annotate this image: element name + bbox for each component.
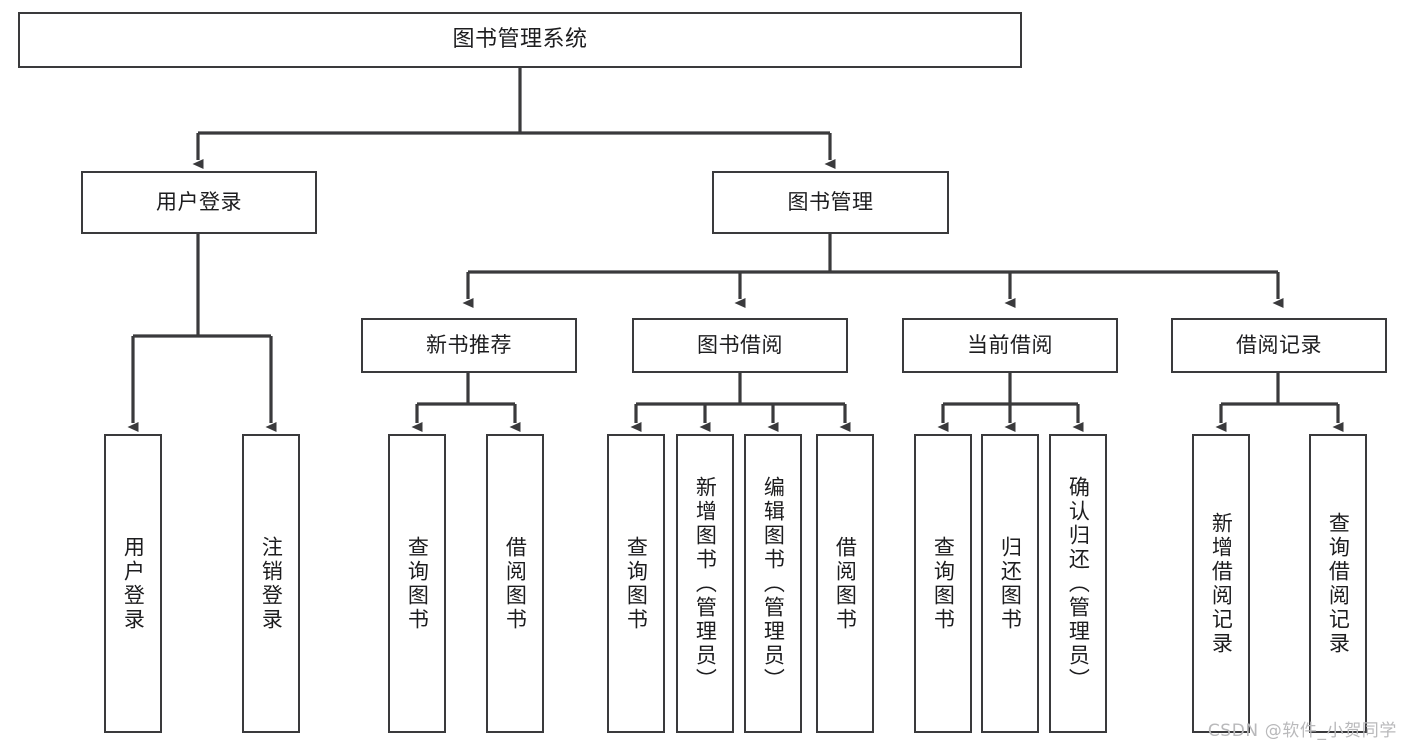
node-borrow-record[interactable]: 借阅记录 [1171, 318, 1387, 373]
node-label: 图书管理系统 [452, 27, 588, 53]
node-label: 查询图书 [405, 535, 430, 632]
csdn-watermark: CSDN @软件_小贺同学 [1207, 721, 1397, 741]
leaf-user-login-signin[interactable]: 用户登录 [104, 434, 162, 733]
node-user-login[interactable]: 用户登录 [81, 171, 317, 234]
node-label: 查询图书 [931, 535, 956, 632]
node-new-book-recommend[interactable]: 新书推荐 [361, 318, 577, 373]
leaf-user-login-signout[interactable]: 注销登录 [242, 434, 300, 733]
node-label: 新增图书（管理员） [693, 475, 718, 692]
leaf-book-borrow-borrow-book[interactable]: 借阅图书 [816, 434, 874, 733]
node-label: 查询图书 [624, 535, 649, 632]
node-label: 借阅记录 [1236, 333, 1322, 358]
node-label: 注销登录 [259, 535, 284, 632]
node-label: 编辑图书（管理员） [761, 475, 786, 692]
leaf-current-borrow-return-book[interactable]: 归还图书 [981, 434, 1039, 733]
node-label: 确认归还（管理员） [1066, 475, 1091, 692]
node-label: 图书借阅 [697, 333, 783, 358]
node-label: 新增借阅记录 [1209, 511, 1234, 656]
node-label: 查询借阅记录 [1326, 511, 1351, 656]
leaf-book-borrow-add-book-admin[interactable]: 新增图书（管理员） [676, 434, 734, 733]
node-root-library-management-system[interactable]: 图书管理系统 [18, 12, 1022, 68]
node-label: 借阅图书 [503, 535, 528, 632]
leaf-book-borrow-query-book[interactable]: 查询图书 [607, 434, 665, 733]
leaf-current-borrow-query-book[interactable]: 查询图书 [914, 434, 972, 733]
node-label: 用户登录 [121, 535, 146, 632]
node-label: 新书推荐 [426, 333, 512, 358]
leaf-borrow-record-query-record[interactable]: 查询借阅记录 [1309, 434, 1367, 733]
leaf-new-book-borrow-book[interactable]: 借阅图书 [486, 434, 544, 733]
node-label: 当前借阅 [967, 333, 1053, 358]
leaf-borrow-record-add-record[interactable]: 新增借阅记录 [1192, 434, 1250, 733]
leaf-new-book-query-book[interactable]: 查询图书 [388, 434, 446, 733]
node-label: 图书管理 [787, 190, 874, 215]
node-label: 借阅图书 [833, 535, 858, 632]
leaf-current-borrow-confirm-return-admin[interactable]: 确认归还（管理员） [1049, 434, 1107, 733]
node-book-borrow[interactable]: 图书借阅 [632, 318, 848, 373]
node-label: 用户登录 [156, 190, 242, 215]
node-label: 归还图书 [998, 535, 1023, 632]
leaf-book-borrow-edit-book-admin[interactable]: 编辑图书（管理员） [744, 434, 802, 733]
node-book-management[interactable]: 图书管理 [712, 171, 949, 234]
node-current-borrow[interactable]: 当前借阅 [902, 318, 1118, 373]
